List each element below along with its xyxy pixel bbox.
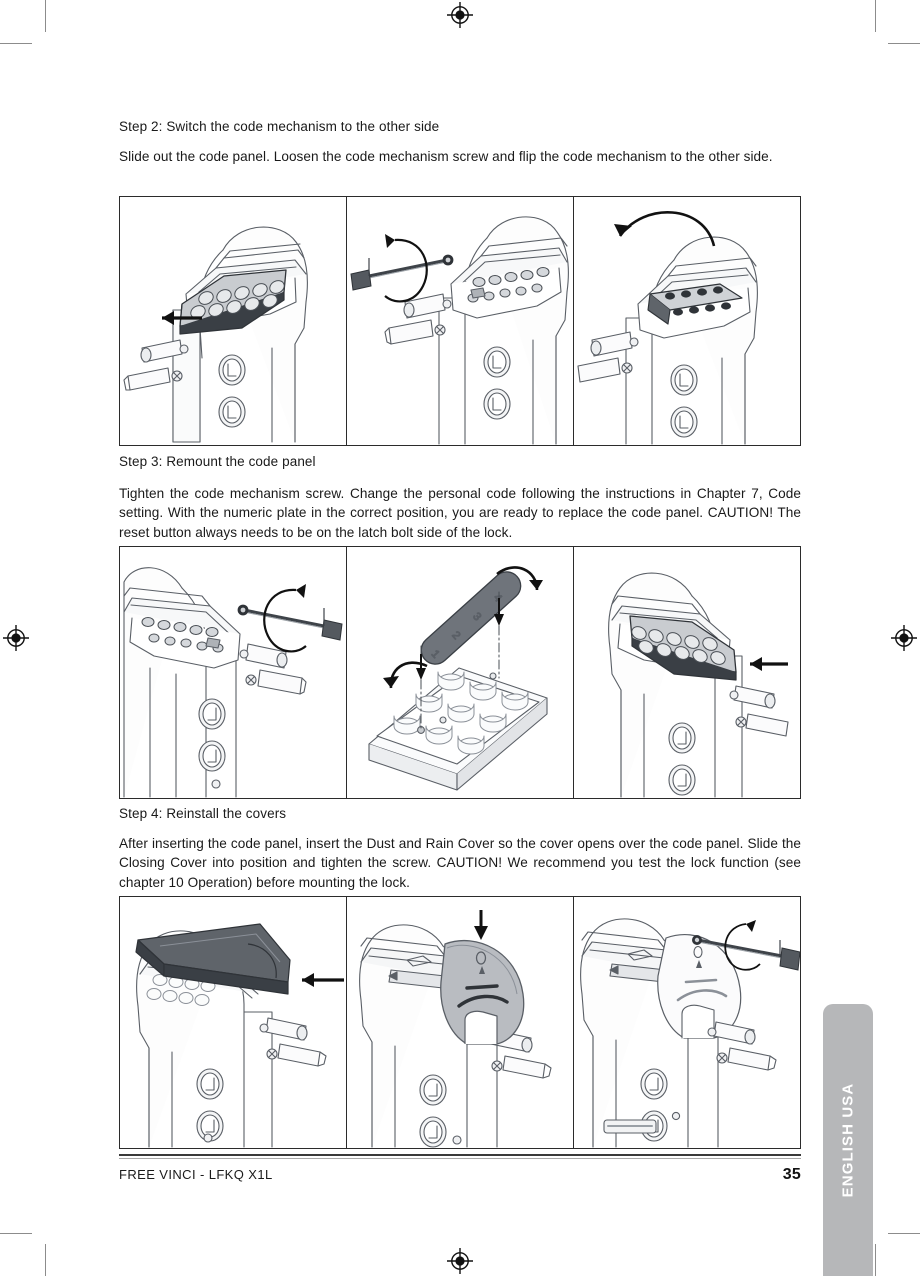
page-content: Step 2: Switch the code mechanism to the… [119, 0, 801, 1276]
language-side-tab: ENGLISH USA [823, 1004, 873, 1276]
step-4-title: Step 4: Reinstall the covers [119, 806, 287, 821]
crop-mark-bottom-left-vertical [45, 1244, 46, 1276]
rotate-arrow-icon [383, 566, 543, 689]
screwdriver-icon [692, 935, 800, 971]
footer-product-title: FREE VINCI - LFKQ X1L [119, 1167, 273, 1182]
figure-step4-closing-cover [120, 897, 346, 1148]
screwdriver-icon [350, 254, 454, 291]
footer: FREE VINCI - LFKQ X1L 35 [119, 1166, 801, 1184]
crop-mark-top-left-horizontal [0, 43, 32, 44]
step-4-figure-row [119, 896, 801, 1149]
arrow-left-icon [162, 311, 202, 325]
flip-arrow-icon [614, 211, 716, 247]
crop-mark-bottom-left-horizontal [0, 1233, 32, 1234]
step-3-body: Tighten the code mechanism screw. Change… [119, 486, 801, 540]
registration-mark-right [891, 625, 917, 651]
figure-step3-reinsert-code-panel [573, 547, 800, 798]
crop-mark-top-right-vertical [875, 0, 876, 32]
registration-mark-bottom [447, 1248, 473, 1274]
footer-divider [119, 1154, 801, 1159]
crop-mark-bottom-right-horizontal [888, 1233, 920, 1234]
crop-mark-bottom-right-vertical [875, 1244, 876, 1276]
registration-mark-top [447, 2, 473, 28]
figure-step3-numeric-plate: 1 2 3 4 [346, 547, 573, 798]
crop-mark-top-left-vertical [45, 0, 46, 32]
figure-step2-loosen-screw [346, 197, 573, 445]
crop-mark-top-right-horizontal [888, 43, 920, 44]
step-3-title: Step 3: Remount the code panel [119, 454, 316, 469]
arrow-left-icon [750, 657, 788, 671]
rotate-ccw-arrow-icon [384, 234, 428, 303]
step-3-figure-row: 1 2 3 4 [119, 546, 801, 799]
arrow-down-icon [474, 910, 488, 940]
registration-mark-left [3, 625, 29, 651]
step-2-body: Slide out the code panel. Loosen the cod… [119, 149, 773, 164]
figure-step4-dust-rain-cover [346, 897, 573, 1148]
figure-step2-slide-out-code-panel [120, 197, 346, 445]
step-2-title: Step 2: Switch the code mechanism to the… [119, 119, 440, 134]
arrow-left-icon [302, 973, 344, 987]
figure-step3-tighten-screw [120, 547, 346, 798]
step-4-body: After inserting the code panel, insert t… [119, 836, 801, 890]
rotate-cw-arrow-icon [724, 920, 761, 971]
step-2-figure-row [119, 196, 801, 446]
screwdriver-icon [237, 604, 343, 641]
figure-step4-tighten-cover-screw [573, 897, 800, 1148]
rotate-cw-arrow-icon [263, 584, 307, 653]
figure-step2-flip-mechanism [573, 197, 800, 445]
page-number: 35 [782, 1166, 801, 1183]
language-side-tab-label: ENGLISH USA [839, 1082, 857, 1198]
